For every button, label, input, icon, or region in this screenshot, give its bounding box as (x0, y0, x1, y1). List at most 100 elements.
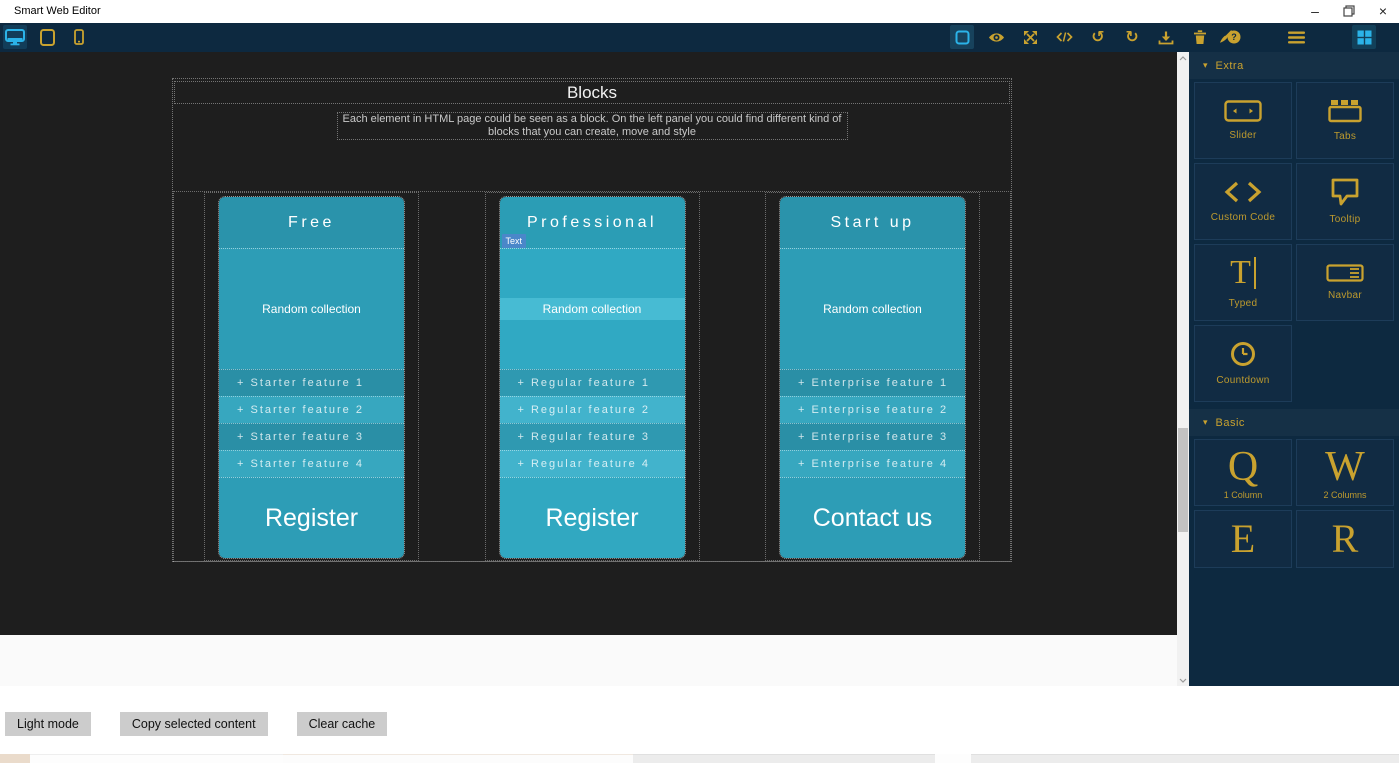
card-feature[interactable]: + Regular feature 1 (499, 369, 685, 396)
download-button[interactable] (1154, 25, 1178, 49)
pricing-card-startup[interactable]: Start up Random collection + Enterprise … (779, 196, 966, 559)
select-tool-button[interactable] (950, 25, 974, 49)
sidebar-item-countdown[interactable]: Countdown (1194, 325, 1292, 402)
card-feature[interactable]: + Starter feature 2 (219, 396, 404, 423)
taskbar-segment (935, 754, 971, 763)
slider-icon (1224, 100, 1262, 122)
tabs-icon (1328, 99, 1362, 123)
sidebar-item-label: 2 Columns (1323, 489, 1367, 500)
blocks-heading-block[interactable]: Blocks (174, 81, 1010, 104)
sidebar-item-typed[interactable]: T Typed (1194, 244, 1292, 321)
preview-button[interactable] (984, 25, 1008, 49)
redo-button[interactable]: ↻ (1125, 27, 1139, 46)
card-feature[interactable]: + Starter feature 3 (219, 423, 404, 450)
card-feature[interactable]: + Regular feature 3 (499, 423, 685, 450)
undo-button[interactable]: ↺ (1091, 27, 1105, 46)
light-mode-button[interactable]: Light mode (5, 712, 91, 736)
card-collection-text: Random collection (262, 302, 361, 316)
trash-icon (1194, 29, 1206, 44)
extra-blocks-grid: Slider Tabs Custom Code Tooltip (1189, 79, 1399, 405)
taskbar-edge-strip (0, 754, 1399, 763)
sidebar-item-r-block[interactable]: R (1296, 510, 1394, 568)
basic-blocks-grid: Q 1 Column W 2 Columns E R (1189, 436, 1399, 571)
sidebar-section-extra[interactable]: ▾ Extra (1189, 52, 1399, 79)
card-header[interactable]: Professional (499, 197, 685, 248)
selection-square-icon (955, 30, 969, 44)
card-action-text: Contact us (812, 504, 933, 532)
mobile-view-button[interactable] (67, 25, 91, 49)
card-header[interactable]: Start up (780, 197, 965, 248)
desktop-view-button[interactable] (3, 25, 27, 49)
hamburger-menu-icon (1287, 31, 1305, 43)
mobile-icon (74, 29, 84, 45)
scrollbar-down-arrow[interactable] (1177, 674, 1189, 686)
sidebar-item-e-block[interactable]: E (1194, 510, 1292, 568)
card-feature[interactable]: + Enterprise feature 4 (780, 450, 965, 477)
card-footer[interactable]: Register (499, 477, 685, 558)
pricing-row[interactable]: Free Random collection + Starter feature… (173, 191, 1011, 562)
blocks-heading-text: Blocks (566, 82, 618, 102)
tablet-view-button[interactable] (35, 25, 59, 49)
code-view-button[interactable] (1052, 25, 1076, 49)
card-body[interactable]: Random collection (219, 248, 404, 369)
sidebar-item-tooltip[interactable]: Tooltip (1296, 163, 1394, 240)
expand-arrows-icon (1023, 30, 1037, 44)
card-feature[interactable]: + Enterprise feature 2 (780, 396, 965, 423)
card-footer[interactable]: Contact us (780, 477, 965, 558)
scrollbar-thumb[interactable] (1178, 428, 1188, 532)
pricing-card-free[interactable]: Free Random collection + Starter feature… (218, 196, 405, 559)
sidebar-section-label: Extra (1215, 60, 1244, 72)
sidebar-item-label: Navbar (1327, 290, 1363, 301)
sidebar-section-basic[interactable]: ▾ Basic (1189, 409, 1399, 436)
caret-down-icon: ▾ (1203, 418, 1208, 428)
close-button[interactable]: × (1378, 3, 1388, 19)
card-feature[interactable]: + Regular feature 2 (499, 396, 685, 423)
menu-button[interactable] (1284, 25, 1308, 49)
card-feature[interactable]: + Starter feature 4 (219, 450, 404, 477)
sidebar-item-2-columns[interactable]: W 2 Columns (1296, 439, 1394, 506)
sidebar-item-1-column[interactable]: Q 1 Column (1194, 439, 1292, 506)
blocks-subtitle-block[interactable]: Each element in HTML page could be seen … (336, 112, 848, 140)
pricing-column-startup[interactable]: Start up Random collection + Enterprise … (765, 192, 980, 561)
card-body[interactable]: Random collection (780, 248, 965, 369)
style-paint-button[interactable] (1214, 25, 1238, 49)
sidebar-item-label: Custom Code (1210, 212, 1276, 223)
tooltip-icon (1330, 178, 1360, 206)
card-header[interactable]: Free (219, 197, 404, 248)
taskbar-segment (283, 754, 633, 763)
pricing-column-professional[interactable]: Text Professional Random collection + Re… (484, 192, 700, 561)
sidebar-item-label: Tooltip (1329, 214, 1361, 225)
card-feature[interactable]: + Enterprise feature 3 (780, 423, 965, 450)
blocks-panel-button[interactable] (1352, 25, 1376, 49)
custom-code-icon (1222, 180, 1264, 204)
card-body[interactable]: Random collection (499, 248, 685, 369)
empty-grid-cell (1296, 325, 1394, 402)
pricing-card-professional[interactable]: Text Professional Random collection + Re… (498, 196, 686, 559)
card-feature[interactable]: + Starter feature 1 (219, 369, 404, 396)
sidebar-item-slider[interactable]: Slider (1194, 82, 1292, 159)
clear-cache-button[interactable]: Clear cache (296, 712, 388, 736)
sidebar-item-navbar[interactable]: Navbar (1296, 244, 1394, 321)
navbar-icon (1326, 264, 1364, 282)
delete-button[interactable] (1188, 25, 1212, 49)
selected-element-badge: Text (501, 234, 527, 248)
card-footer[interactable]: Register (219, 477, 404, 558)
minimize-button[interactable]: – (1311, 3, 1319, 19)
blocks-section[interactable]: Blocks Each element in HTML page could b… (172, 78, 1012, 562)
letter-r-icon: R (1331, 516, 1359, 561)
selected-text-element[interactable]: Random collection (499, 298, 685, 320)
sidebar-item-label: 1 Column (1223, 489, 1263, 500)
toolbar: ↺ ↻ ? (0, 23, 1399, 52)
copy-selected-content-button[interactable]: Copy selected content (119, 712, 268, 736)
fullscreen-button[interactable] (1018, 25, 1042, 49)
editor-canvas[interactable]: Blocks Each element in HTML page could b… (0, 52, 1177, 635)
card-feature[interactable]: + Enterprise feature 1 (780, 369, 965, 396)
canvas-scrollbar[interactable] (1177, 52, 1189, 686)
sidebar-item-tabs[interactable]: Tabs (1296, 82, 1394, 159)
restore-button[interactable] (1340, 2, 1358, 20)
pricing-column-free[interactable]: Free Random collection + Starter feature… (204, 192, 419, 561)
sidebar-item-custom-code[interactable]: Custom Code (1194, 163, 1292, 240)
scrollbar-up-arrow[interactable] (1177, 52, 1189, 64)
card-feature[interactable]: + Regular feature 4 (499, 450, 685, 477)
tablet-icon (39, 28, 55, 46)
